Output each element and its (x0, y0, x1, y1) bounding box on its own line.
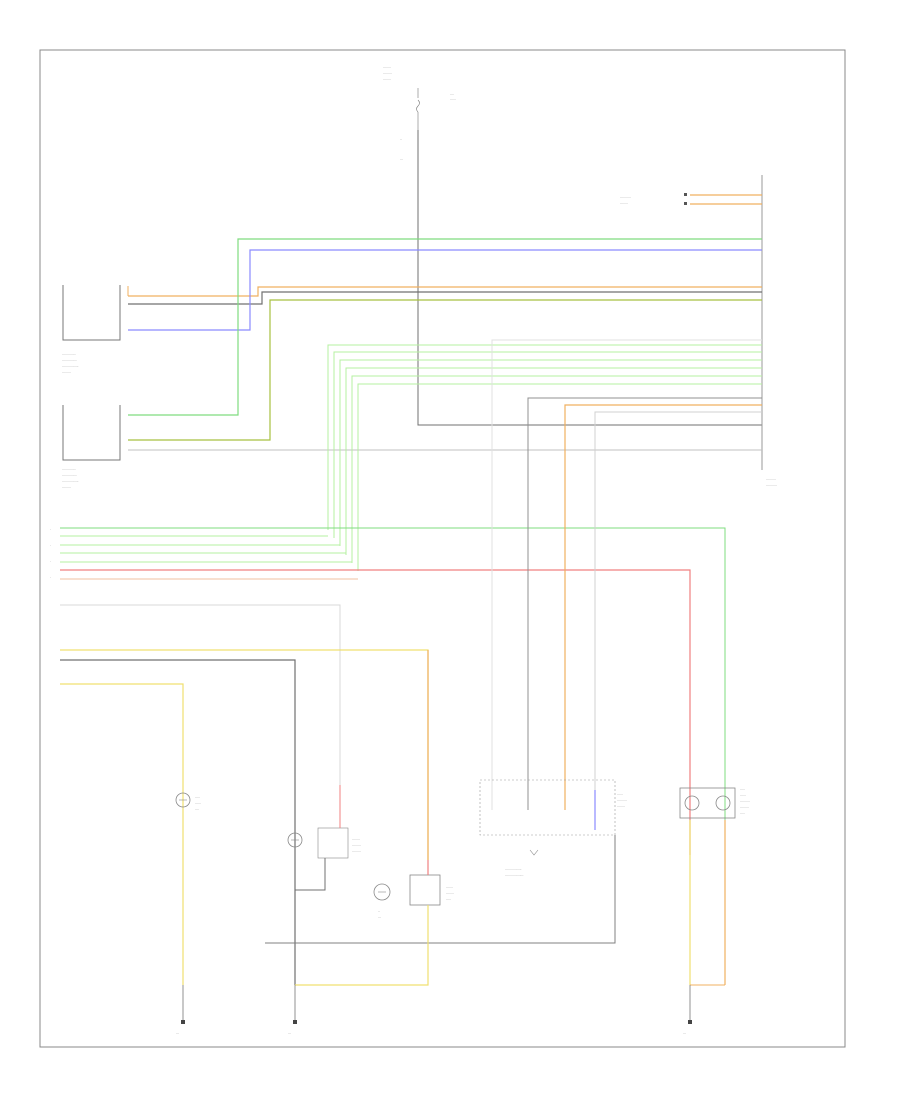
ground-1: ... (176, 985, 185, 1035)
svg-text:........: ........ (617, 804, 625, 808)
svg-text:.........: ......... (740, 805, 749, 809)
svg-text:...: ... (176, 1031, 179, 1035)
svg-text:.......: ....... (446, 885, 453, 889)
svg-text:.....: ..... (740, 811, 745, 815)
svg-text:..............: .............. (62, 352, 76, 356)
left-front-sensor: .............. ............... .........… (62, 405, 121, 489)
svg-text:...: ... (400, 157, 403, 161)
svg-text:.........: ......... (62, 370, 71, 374)
svg-text:.....: ..... (740, 787, 745, 791)
svg-text:.: . (50, 543, 51, 547)
svg-text:.................: ................. (62, 479, 79, 483)
center-switch: ....... ........ ..... (409, 874, 454, 906)
svg-text:...........: ........... (620, 195, 631, 199)
svg-text:...................: ................... (505, 873, 524, 877)
fuse-feed-wire (417, 130, 762, 426)
svg-text:.................: ................. (505, 867, 522, 871)
svg-text:........: ........ (620, 201, 628, 205)
svg-text:......: ...... (740, 793, 746, 797)
svg-text:..........: .......... (740, 799, 750, 803)
svg-text:.........: ......... (62, 485, 71, 489)
ground-3: ... (683, 985, 692, 1035)
diagram-frame (39, 49, 846, 1048)
svg-text:.........: ......... (352, 843, 361, 847)
svg-text:.....: ..... (446, 897, 451, 901)
center-bulb: .. ... (373, 883, 391, 919)
svg-text:...............: ............... (62, 473, 77, 477)
svg-text:...: ... (378, 915, 381, 919)
right-control-module: .......... ........... ........... .....… (620, 175, 777, 487)
svg-text:...............: ............... (62, 358, 77, 362)
svg-text:...: ... (683, 1031, 686, 1035)
svg-text:..............: .............. (62, 467, 76, 471)
svg-text:.................: ................. (62, 364, 79, 368)
right-headlight: ..... ...... .......... ......... ..... (679, 787, 750, 819)
svg-text:.........: ......... (352, 849, 361, 853)
svg-text:........: ........ (383, 65, 391, 69)
svg-text:..........: .......... (766, 477, 776, 481)
svg-text:........: ........ (352, 837, 360, 841)
left-bulb: ..... ...... .... (175, 792, 201, 811)
svg-text:......: ...... (195, 801, 201, 805)
middle-relay-group: ........ ......... ......... (287, 785, 361, 891)
svg-text:.: . (50, 527, 51, 531)
svg-text:...: ... (288, 1031, 291, 1035)
left-rear-sensor: .............. ............... .........… (62, 285, 121, 374)
svg-text:..........: .......... (617, 798, 627, 802)
svg-text:.: . (50, 575, 51, 579)
svg-text:......: ...... (450, 97, 456, 101)
svg-text:....: .... (450, 92, 454, 96)
svg-text:........: ........ (446, 891, 454, 895)
headlight-motor: ...... .......... ........ .............… (479, 779, 627, 877)
svg-text:..: .. (400, 137, 402, 141)
svg-text:...........: ........... (766, 483, 777, 487)
svg-text:.: . (50, 559, 51, 563)
ground-2: ... (288, 985, 297, 1035)
svg-text:....: .... (195, 807, 199, 811)
svg-text:..: .. (378, 909, 380, 913)
svg-text:........: ........ (383, 77, 391, 81)
svg-text:.....: ..... (195, 795, 200, 799)
top-fuse-component: ........ ......... ........ .... ...... … (383, 65, 456, 161)
svg-text:......: ...... (617, 792, 623, 796)
svg-text:.........: ......... (383, 71, 392, 75)
